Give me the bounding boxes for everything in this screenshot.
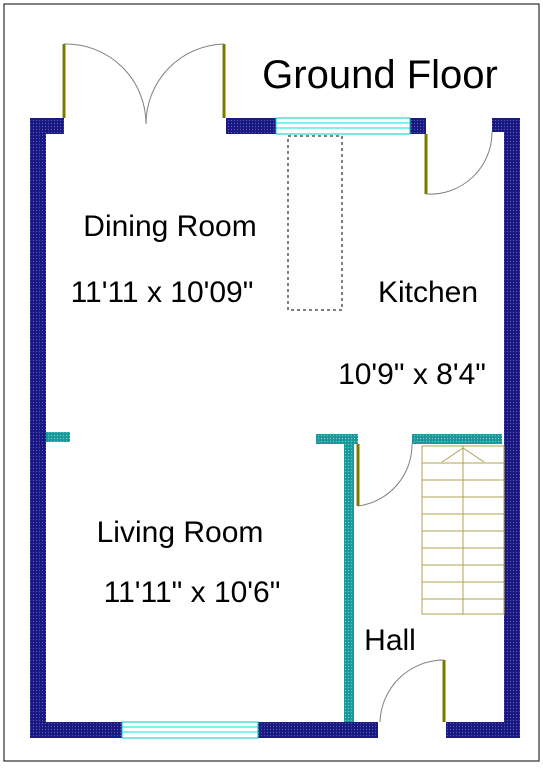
dining-room-name: Dining Room — [83, 210, 256, 243]
window-top — [275, 117, 411, 135]
kitchen-size: 10'9" x 8'4" — [338, 358, 486, 391]
page-title: Ground Floor — [262, 53, 498, 97]
hall-door — [356, 443, 413, 507]
page-border — [3, 3, 540, 762]
dashed-fixture — [287, 135, 343, 311]
front-door — [379, 659, 446, 723]
outer-walls — [30, 118, 520, 738]
living-room-size: 11'11" x 10'6" — [104, 576, 281, 609]
dining-room-size: 11'11 x 10'09" — [71, 276, 254, 309]
french-doors — [62, 43, 226, 125]
window-bottom — [121, 721, 259, 739]
staircase — [421, 445, 505, 615]
inner-walls — [46, 432, 502, 722]
hall-name: Hall — [364, 624, 416, 657]
living-room-name: Living Room — [97, 516, 264, 549]
kitchen-door — [424, 131, 493, 195]
kitchen-name: Kitchen — [378, 276, 478, 309]
